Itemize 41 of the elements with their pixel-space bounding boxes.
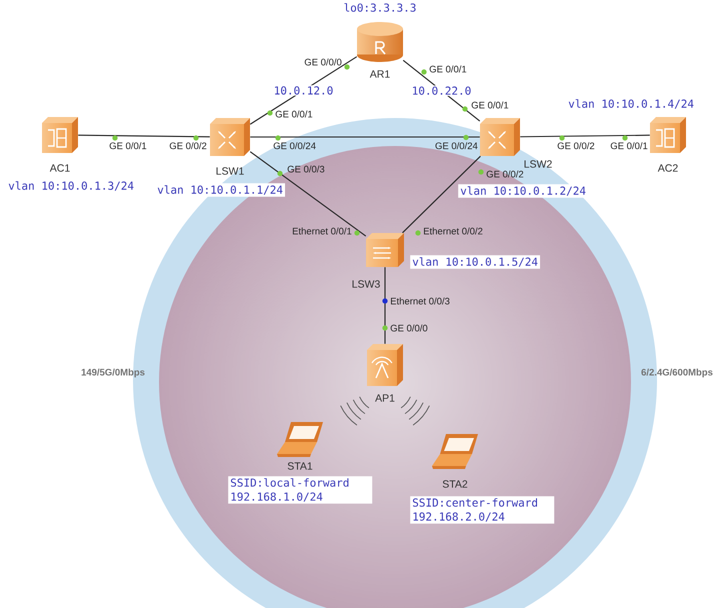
port-label: GE 0/0/24 (436, 142, 478, 150)
address-label: SSID:center-forward 192.168.2.0/24 (410, 496, 554, 524)
port-label: GE 0/0/2 (558, 142, 594, 150)
port-label: GE 0/0/1 (276, 110, 312, 118)
device-label: AR1 (370, 70, 390, 78)
cable-line (520, 134, 650, 138)
address-label: vlan 10:10.0.1.1/24 (155, 183, 286, 197)
address-label: vlan 10:10.0.1.4/24 (566, 97, 696, 111)
port-label: GE 0/0/2 (170, 142, 206, 150)
cable-line (384, 267, 386, 344)
device-label: LSW2 (524, 160, 552, 168)
band-label: 149/5G/0Mbps (82, 368, 145, 378)
port-label: GE 0/0/1 (430, 66, 466, 72)
cable-line (250, 56, 358, 125)
address-label: vlan 10:10.0.1.5/24 (410, 255, 540, 269)
subnet-label: 10.0.12.0 (272, 85, 334, 96)
port-label: GE 0/0/24 (274, 142, 316, 150)
port-label: GE 0/0/3 (288, 166, 324, 172)
cable-line (78, 134, 210, 138)
address-label: lo0:3.3.3.3 (344, 3, 416, 12)
subnet-label: 10.0.22.0 (410, 86, 472, 96)
band-label: 6/2.4G/600Mbps (641, 368, 713, 378)
device-label: STA2 (442, 480, 468, 488)
cable-line (250, 151, 366, 236)
port-label: GE 0/0/2 (486, 170, 524, 178)
port-label: Ethernet 0/0/1 (292, 228, 352, 234)
device-label: LSW1 (216, 167, 244, 175)
device-label: AC1 (50, 164, 70, 172)
port-label: GE 0/0/1 (110, 142, 146, 150)
cable-line (250, 136, 480, 138)
port-label: Ethernet 0/0/3 (391, 298, 450, 304)
device-label: AP1 (375, 394, 394, 402)
device-label: STA1 (288, 462, 312, 470)
port-label: GE 0/0/1 (472, 102, 508, 108)
device-label: LSW3 (352, 280, 380, 288)
address-label: SSID:local-forward 192.168.1.0/24 (228, 476, 372, 504)
cable-line (402, 156, 481, 234)
device-label: AC2 (658, 164, 678, 172)
address-label: vlan 10:10.0.1.3/24 (6, 179, 136, 193)
address-label: vlan 10:10.0.1.2/24 (458, 184, 588, 198)
port-label: Ethernet 0/0/2 (424, 228, 482, 234)
